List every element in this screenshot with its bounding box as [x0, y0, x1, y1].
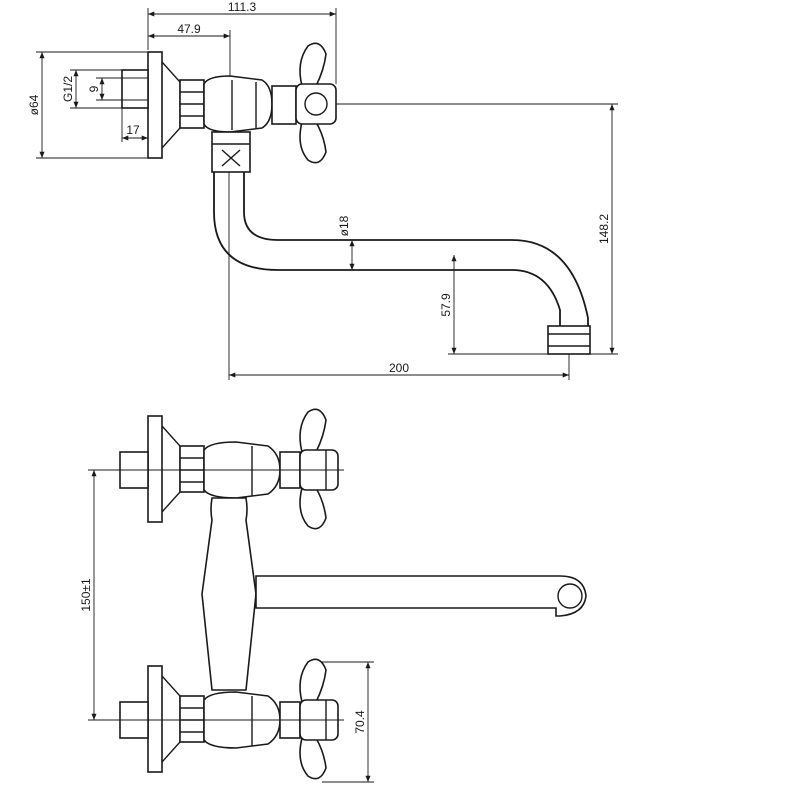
dim-thread-length: 9: [87, 85, 101, 92]
bonnet: [271, 85, 297, 125]
dim-pipe-diameter: ø18: [337, 215, 351, 236]
dim-handle-height: 70.4: [353, 710, 367, 734]
center-column: [201, 497, 257, 691]
spout-swivel: [211, 131, 251, 173]
dim-spout-reach: 200: [389, 361, 409, 375]
wall-flange: [147, 51, 163, 159]
handle-cap: [304, 92, 328, 116]
front-spout: [255, 575, 587, 617]
handle-hub: [295, 83, 337, 125]
dim-thread: G1/2: [61, 76, 75, 102]
valve-body: [203, 75, 273, 133]
aerator: [547, 325, 591, 355]
dim-overall-height: 148.2: [597, 214, 611, 244]
bottom-valve: [119, 658, 339, 780]
flange-cone: [161, 61, 181, 149]
top-valve: [119, 408, 339, 530]
front-view: 150±1 70.4: [79, 408, 587, 783]
cross-handle-bottom: [299, 121, 327, 164]
wall-connector: [121, 69, 149, 109]
dim-body-offset: 47.9: [177, 22, 201, 36]
dim-center-distance: 150±1: [79, 578, 93, 612]
side-view: 111.3 47.9 ø64 G1/2 9 17 ø18 148.2: [27, 0, 618, 380]
spout-pipe: [213, 172, 561, 326]
dim-spout-drop: 57.9: [439, 293, 453, 317]
cross-handle-top: [299, 42, 327, 87]
dim-flange-depth: 17: [126, 123, 140, 137]
dim-flange-diameter: ø64: [27, 94, 41, 115]
spout-pipe-inner: [243, 172, 589, 326]
dim-overall-depth: 111.3: [228, 0, 257, 14]
